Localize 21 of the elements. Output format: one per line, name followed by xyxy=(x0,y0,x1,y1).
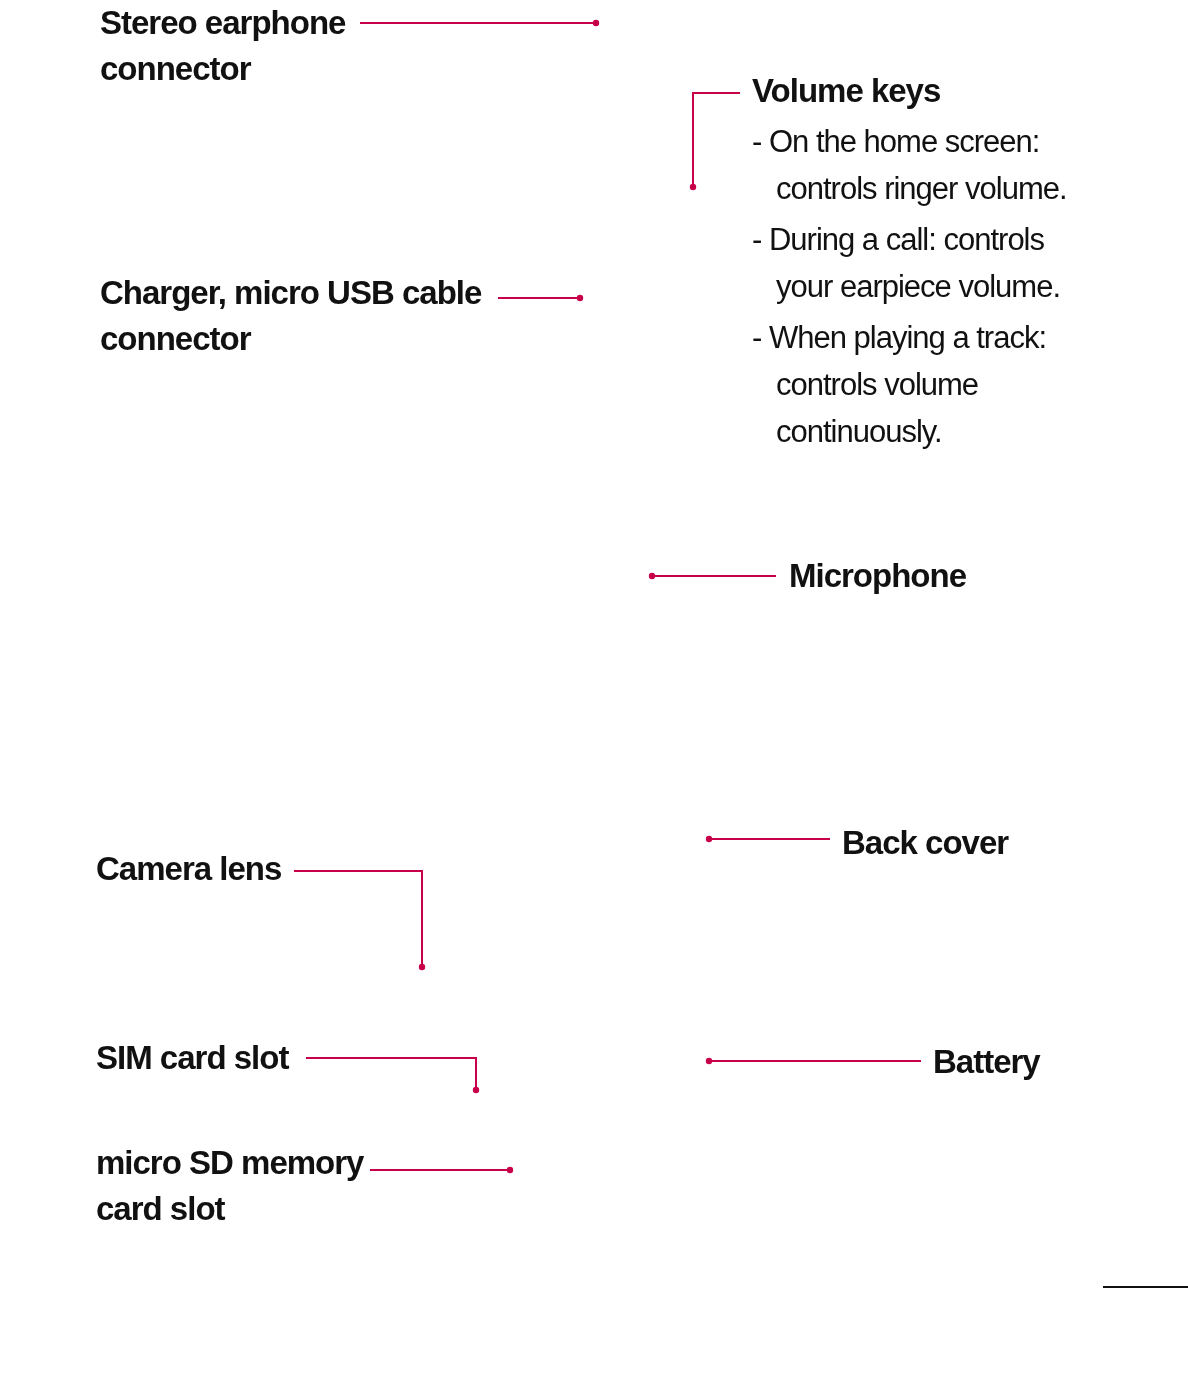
callout-label: Microphone xyxy=(789,553,989,599)
callout-label: Charger, micro USB cable connector xyxy=(100,270,490,362)
callout-label: Back cover xyxy=(842,820,1042,866)
leader-line xyxy=(293,870,426,971)
bullet-text: - When playing a track: controls volume continuously. xyxy=(752,319,1048,451)
callout-heading: Volume keys xyxy=(752,71,942,111)
callout-label: Camera lens xyxy=(96,846,296,892)
callout-label: Stereo earphone connector xyxy=(100,0,360,92)
bullet-text: - During a call: controls your earpiece volume. xyxy=(752,221,1061,306)
leader-line xyxy=(369,1166,514,1174)
callout-label: Battery xyxy=(933,1039,1083,1085)
leader-line xyxy=(648,572,777,580)
leader-line xyxy=(497,294,584,302)
leader-line xyxy=(305,1057,480,1094)
callout-label: micro SD memory card slot xyxy=(96,1140,376,1232)
bullet-text: - On the home screen: controls ringer volume. xyxy=(752,123,1068,208)
leader-line xyxy=(705,835,831,843)
leader-line xyxy=(359,19,600,27)
leader-line xyxy=(705,1057,922,1065)
callout-label: SIM card slot xyxy=(96,1035,306,1081)
leader-line xyxy=(689,92,741,191)
